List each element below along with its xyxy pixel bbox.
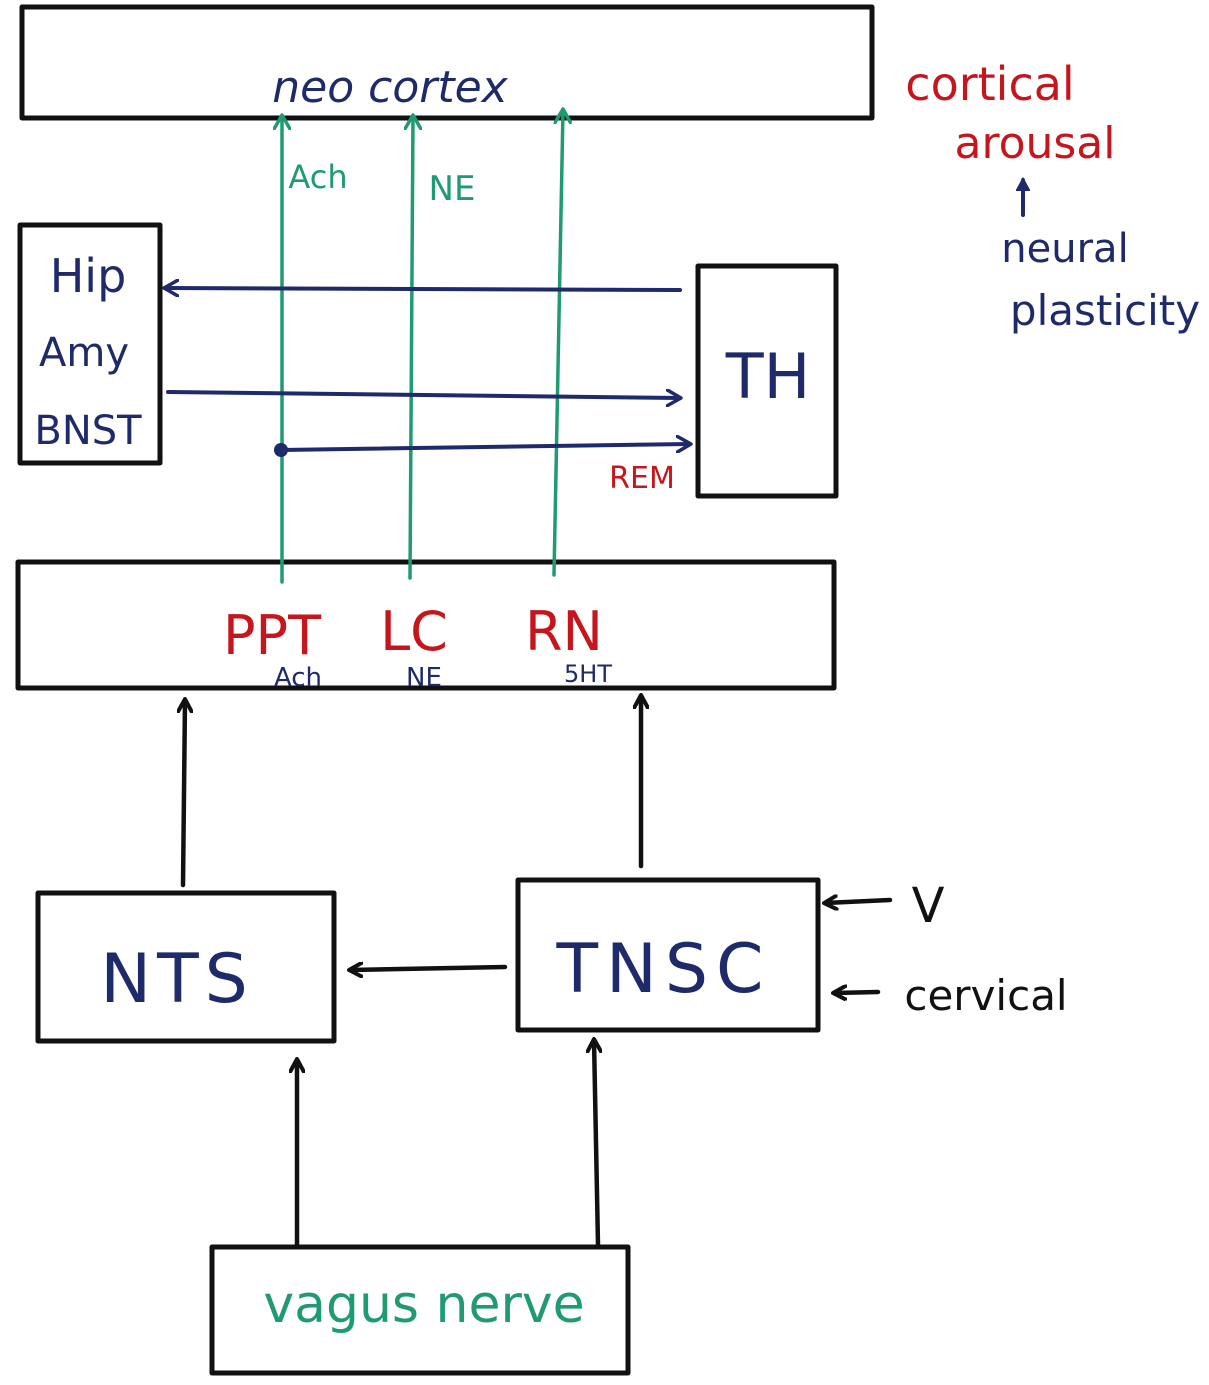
vagus-nerve-label: vagus nerve [263,1275,584,1335]
rn-label: RN [525,600,603,663]
thalamus-box [695,263,839,499]
hip-label: Hip [50,249,127,303]
amy-label: Amy [39,330,129,376]
th-label: TH [725,340,811,413]
ne-projection-arrow [410,116,413,580]
vagus-to-tnsc-arrow [594,1040,598,1248]
nts-label: NTS [100,940,254,1019]
neural-text: neural [1001,226,1128,272]
nts-box [35,890,337,1044]
th-to-hip-arrow [165,288,682,290]
neocortex-label: neo cortex [272,62,508,113]
arousal-text: arousal [954,118,1115,169]
lc-label: LC [380,600,448,663]
hip-amy-bnst-box [17,222,163,466]
v-input-label: V [912,878,945,934]
ppt-label: PPT [223,604,322,667]
lc-transmitter-label: NE [406,663,442,693]
amy-to-th-arrow [166,392,680,398]
cervical-input-label: cervical [904,971,1067,1020]
ach-edge-label: Ach [288,158,347,196]
tnsc-label: TNSC [555,930,771,1009]
cervical-input-arrow [834,992,881,993]
nts-to-brainstem-arrow [183,700,185,888]
brainstem-box [15,559,837,691]
tnsc-to-nts-arrow [350,967,508,970]
5ht-projection-arrow [552,110,563,577]
tnsc-box [515,877,821,1033]
bnst-label: BNST [34,408,142,454]
cortical-text: cortical [905,57,1074,111]
plasticity-text: plasticity [1010,286,1200,335]
vagus-nerve-box [209,1244,631,1376]
ne-edge-label: NE [429,169,476,209]
rn-transmitter-label: 5HT [564,660,612,688]
v-input-arrow [825,900,893,903]
neocortex-box [19,4,875,121]
ppt-transmitter-label: Ach [274,663,322,693]
ppt-to-th-rem-arrow [279,444,690,450]
rem-label: REM [609,461,675,496]
